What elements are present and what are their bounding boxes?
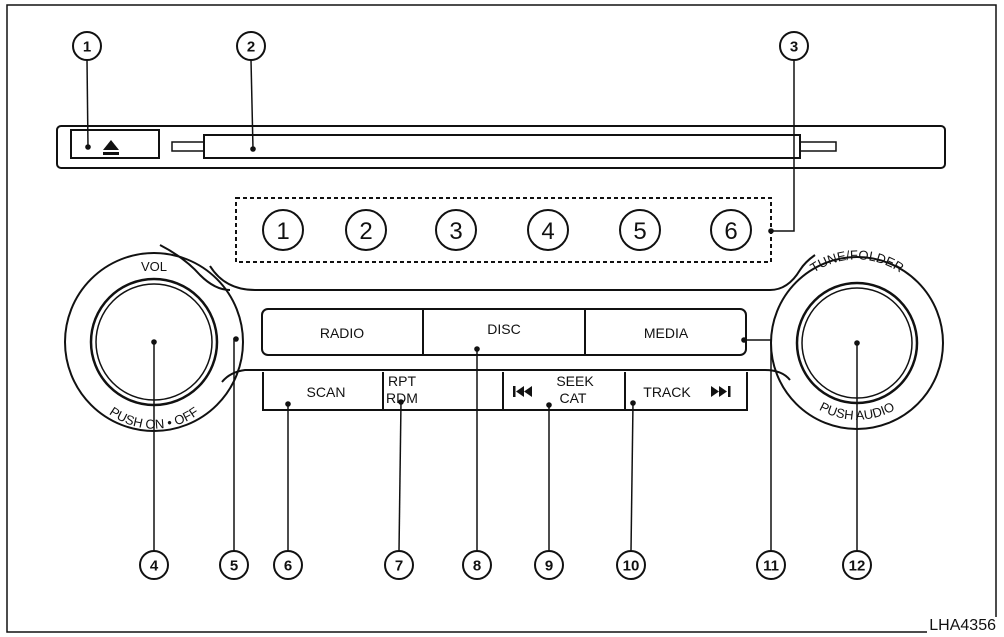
- preset-number: 1: [276, 218, 289, 245]
- callout-dot-1: [85, 144, 91, 150]
- seek-label: SEEK: [556, 373, 594, 389]
- callout-dot-9: [546, 402, 552, 408]
- scan-label: SCAN: [307, 384, 346, 400]
- preset-number: 2: [359, 218, 372, 245]
- callout-7: 7: [384, 550, 414, 580]
- top-panel: [56, 125, 946, 169]
- callout-11: 11: [756, 550, 786, 580]
- callout-number: 2: [247, 39, 255, 56]
- callout-dot-6: [285, 401, 291, 407]
- callout-number: 5: [230, 558, 238, 575]
- callout-dot-2: [250, 146, 256, 152]
- preset-number: 5: [633, 218, 646, 245]
- callout-leader-5: [233, 338, 236, 551]
- callout-5: 5: [219, 550, 249, 580]
- callout-number: 11: [763, 558, 779, 575]
- callout-dot-11: [741, 337, 747, 343]
- preset-button-2[interactable]: 2: [345, 209, 387, 251]
- callout-dot-4: [151, 339, 157, 345]
- media-label: MEDIA: [644, 325, 689, 341]
- callout-leader-10: [630, 402, 634, 552]
- disc-label: DISC: [487, 321, 520, 337]
- callout-dot-5: [233, 336, 239, 342]
- eject-icon: [103, 140, 119, 155]
- disc-slot-right-tab: [799, 141, 837, 152]
- preset-button-3[interactable]: 3: [435, 209, 477, 251]
- callout-4: 4: [139, 550, 169, 580]
- callout-10: 10: [616, 550, 646, 580]
- callout-leader-1: [86, 59, 89, 148]
- eject-button[interactable]: [70, 129, 160, 159]
- callout-1: 1: [72, 31, 102, 61]
- callout-dot-7: [398, 399, 404, 405]
- callout-dot-12: [854, 340, 860, 346]
- callout-9: 9: [534, 550, 564, 580]
- mode-button-row: [261, 308, 747, 356]
- callout-leader-3: [771, 60, 795, 232]
- preset-number: 4: [541, 218, 554, 245]
- callout-number: 7: [395, 558, 403, 575]
- disc-slot-left-tab: [171, 141, 205, 152]
- callout-number: 12: [849, 558, 866, 575]
- preset-button-1[interactable]: 1: [262, 209, 304, 251]
- callout-number: 8: [473, 558, 481, 575]
- preset-button-6[interactable]: 6: [710, 209, 752, 251]
- skip-forward-icon: [711, 386, 731, 397]
- preset-button-5[interactable]: 5: [619, 209, 661, 251]
- callout-leader-2: [250, 59, 254, 150]
- callout-number: 10: [623, 558, 640, 575]
- callout-dot-10: [630, 400, 636, 406]
- callout-8: 8: [462, 550, 492, 580]
- callout-leader-11: [744, 339, 772, 551]
- figure-frame: [6, 4, 997, 633]
- preset-group: [235, 197, 772, 263]
- callout-6: 6: [273, 550, 303, 580]
- skip-back-icon: [513, 386, 532, 397]
- preset-number: 3: [449, 218, 462, 245]
- callout-3: 3: [779, 31, 809, 61]
- rpt-label: RPT: [388, 373, 416, 389]
- rdm-label-text: RDM: [386, 390, 418, 406]
- callout-number: 4: [150, 558, 159, 575]
- callout-number: 1: [83, 39, 91, 56]
- callout-dot-8: [474, 346, 480, 352]
- track-label: TRACK: [643, 384, 691, 400]
- callout-number: 6: [284, 558, 292, 575]
- callout-12: 12: [842, 550, 872, 580]
- panel-outline: [159, 244, 816, 291]
- tune-folder-label: TUNE/FOLDER: [807, 247, 906, 275]
- callout-number: 3: [790, 39, 798, 56]
- radio-label: RADIO: [320, 325, 364, 341]
- vol-label: VOL: [141, 259, 167, 274]
- preset-number: 6: [724, 218, 737, 245]
- callout-2: 2: [236, 31, 266, 61]
- callout-dot-3: [768, 228, 774, 234]
- disc-slot: [203, 134, 801, 159]
- cat-label: CAT: [560, 390, 587, 406]
- callout-number: 9: [545, 558, 553, 575]
- panel-lower-outline: [221, 369, 791, 383]
- callout-leader-7: [398, 401, 402, 552]
- figure-code: LHA4356: [927, 617, 998, 635]
- function-button-row: [262, 372, 748, 411]
- preset-button-4[interactable]: 4: [527, 209, 569, 251]
